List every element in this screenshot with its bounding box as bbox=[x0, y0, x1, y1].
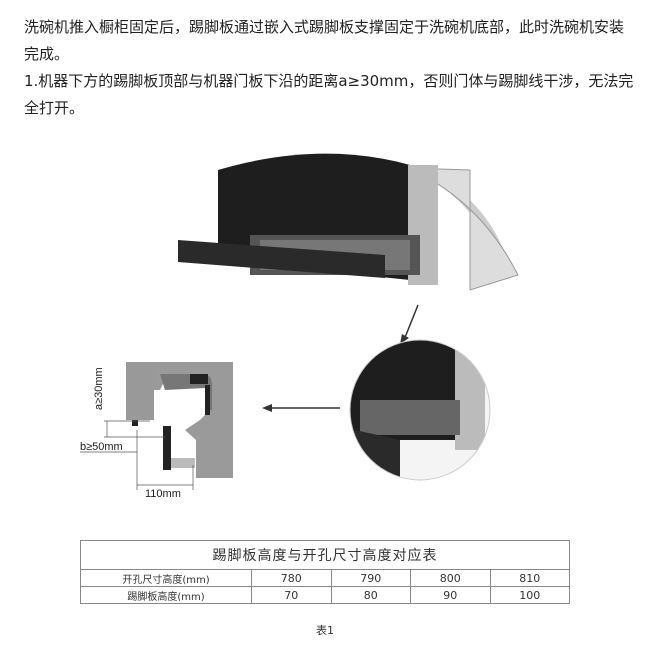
table-title: 踢脚板高度与开孔尺寸高度对应表 bbox=[80, 540, 570, 570]
table-row: 踢脚板高度(mm) 70 80 90 100 bbox=[80, 586, 570, 604]
label-width: 110mm bbox=[145, 488, 181, 500]
table-row: 开孔尺寸高度(mm) 780 790 800 810 bbox=[80, 569, 570, 587]
detail-circle bbox=[350, 340, 490, 480]
kickboard bbox=[178, 240, 385, 278]
dimension-lines bbox=[80, 420, 194, 490]
table-caption: 表1 bbox=[316, 624, 334, 637]
step-1-paragraph: 1.机器下方的踢脚板顶部与机器门板下沿的距离a≥30mm，否则门体与踢脚线干涉，… bbox=[24, 72, 634, 117]
kickboard-height-table: 踢脚板高度与开孔尺寸高度对应表 开孔尺寸高度(mm) 780 790 800 8… bbox=[80, 540, 570, 604]
label-a: a≥30mm bbox=[93, 367, 105, 410]
label-b: b≥50mm bbox=[80, 441, 123, 453]
installation-illustration: a≥30mm b≥50mm 110mm bbox=[80, 153, 519, 500]
section-detail bbox=[126, 362, 233, 478]
intro-paragraph: 洗碗机推入橱柜固定后，踢脚板通过嵌入式踢脚板支撑固定于洗碗机底部，此时洗碗机安装… bbox=[24, 18, 625, 63]
arrow-down bbox=[403, 304, 419, 341]
